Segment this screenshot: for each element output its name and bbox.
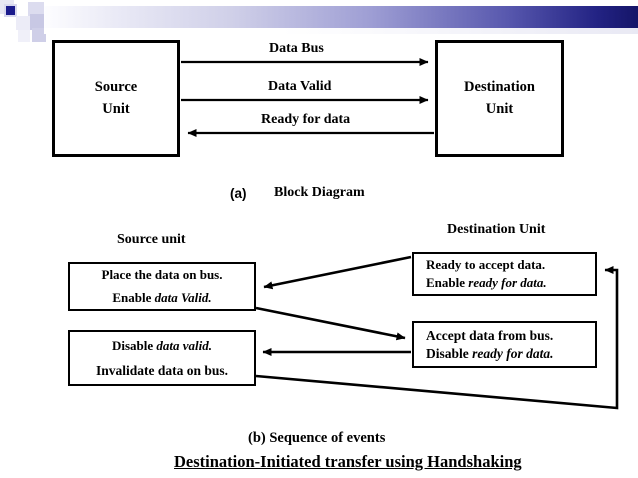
deco-square-light-4: [30, 14, 46, 30]
sequence-source-step-2-line1-prefix: Disable: [111, 337, 157, 353]
sequence-source-step-1-line2-prefix: Enable: [112, 290, 155, 305]
sequence-destination-step-2-box: Accept data from bus. Disable ready for …: [412, 321, 597, 368]
sequence-destination-step-1-line2: Enable ready for data.: [426, 275, 547, 291]
caption-a-marker: (a): [230, 186, 247, 201]
sequence-destination-step-1-box: Ready to accept data. Enable ready for d…: [412, 252, 597, 296]
sequence-destination-step-2-line2: Disable ready for data.: [426, 346, 554, 362]
deco-square-light-8: [18, 30, 30, 42]
deco-square-light-7: [32, 28, 46, 42]
block-source-unit-line1: Source: [94, 79, 138, 96]
sequence-source-step-1-line2: Enable data Valid.: [112, 290, 211, 306]
deco-square-light-5: [16, 16, 30, 30]
sequence-source-step-1-line1: Place the data on bus.: [101, 267, 223, 282]
caption-b: (b) Sequence of events: [248, 430, 386, 446]
sequence-destination-step-2-line1: Accept data from bus.: [426, 327, 554, 343]
deco-square-dark: [4, 4, 17, 17]
caption-a-text: Block Diagram: [274, 185, 365, 200]
sequence-destination-step-1-line2-italic: ready for data.: [468, 275, 547, 290]
sequence-source-step-2-line1-italic: data valid.: [156, 337, 213, 353]
sequence-destination-step-2-line2-italic: ready for data.: [472, 345, 554, 361]
header-gradient-fade: [44, 28, 638, 34]
sequence-destination-step-1-line1: Ready to accept data.: [426, 257, 546, 272]
deco-square-light-2: [14, 0, 28, 14]
sequence-destination-header: Destination Unit: [447, 222, 546, 237]
sequence-source-step-1-box: Place the data on bus. Enable data Valid…: [68, 262, 256, 311]
sequence-source-step-2-line2: Invalidate data on bus.: [95, 362, 229, 378]
sequence-destination-step-1-line2-prefix: Enable: [426, 275, 469, 290]
block-source-unit-line2: Unit: [102, 100, 130, 117]
sequence-source-step-1-line2-italic: data Valid.: [154, 290, 212, 305]
sequence-destination-step-2-line2-prefix: Disable: [426, 345, 473, 361]
slide-title: Destination-Initiated transfer using Han…: [174, 452, 522, 471]
block-destination-unit-box: Destination Unit: [435, 40, 564, 157]
signal-label-data-bus: Data Bus: [269, 41, 324, 56]
signal-label-data-valid: Data Valid: [268, 79, 332, 94]
sequence-arrow-dest1-to-source1: [263, 255, 412, 290]
sequence-source-step-2-box: Disable data valid. Invalidate data on b…: [68, 330, 256, 386]
block-source-unit-box: Source Unit: [52, 40, 180, 157]
block-destination-unit-line2: Unit: [485, 100, 514, 117]
sequence-source-step-2-line1: Disable data valid.: [112, 338, 212, 354]
signal-label-ready-for-data: Ready for data: [261, 112, 351, 127]
header-gradient-bar: [44, 6, 638, 28]
block-destination-unit-line1: Destination: [464, 79, 535, 96]
sequence-arrow-source1-to-dest2: [255, 306, 406, 341]
sequence-source-header: Source unit: [117, 232, 186, 247]
